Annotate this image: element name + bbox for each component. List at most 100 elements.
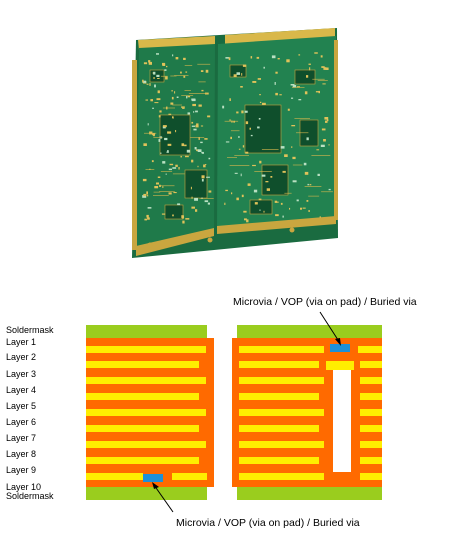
pcb-pad: [181, 215, 184, 218]
pcb-pad: [157, 176, 161, 178]
stackup-right: [232, 325, 382, 500]
pcb-pad: [201, 175, 205, 179]
label-top-soldermask: Soldermask: [6, 325, 54, 335]
dielectric-strip-right: [360, 409, 382, 416]
pcb-chip: [159, 114, 191, 156]
dielectric-strip-right: [360, 361, 382, 368]
pcb-pad: [291, 97, 294, 99]
pcb-pad: [156, 53, 159, 55]
pcb-pad: [292, 180, 297, 183]
pcb-pad: [200, 70, 204, 72]
label-bottom-soldermask: Soldermask: [6, 491, 54, 501]
label-layer-5: Layer 5: [6, 401, 37, 411]
pcb-pad: [183, 57, 186, 60]
pcb-mounting-hole: [289, 227, 295, 233]
pcb-pad: [167, 143, 172, 146]
pcb-pad: [168, 168, 172, 171]
soldermask-bottom-left: [86, 487, 207, 500]
pcb-pad: [164, 137, 168, 141]
pcb-pad: [275, 92, 278, 96]
pcb-pad: [258, 198, 262, 201]
pcb-pad: [207, 115, 211, 118]
pcb-pad: [306, 75, 309, 78]
pcb-pad: [276, 201, 279, 203]
pcb-pad: [197, 149, 202, 152]
dielectric-strip-left: [86, 377, 206, 384]
pcb-pad: [231, 192, 233, 195]
pcb-pad: [258, 118, 261, 120]
pcb-pad: [304, 171, 309, 175]
pcb-pad: [282, 215, 284, 218]
pcb-pad: [201, 178, 204, 182]
pcb-pad: [174, 91, 176, 94]
pcb-pad: [181, 106, 185, 108]
pcb-pad: [161, 213, 166, 215]
pcb-pad: [274, 82, 276, 85]
pcb-pad: [318, 90, 320, 94]
pcb-pad: [166, 65, 168, 68]
pcb-pad: [157, 90, 160, 94]
pcb-pad: [154, 102, 159, 104]
pcb-pad: [185, 71, 188, 73]
pcb-pad: [162, 161, 166, 164]
pcb-pad: [244, 218, 247, 221]
pcb-pad: [298, 99, 302, 101]
buried-via-pad: [326, 361, 354, 370]
pcb-pad: [228, 57, 231, 61]
pcb-pad: [142, 195, 147, 198]
pcb-pad: [225, 57, 230, 59]
pcb-pad: [156, 74, 160, 77]
dielectric-strip-left: [86, 346, 206, 353]
pcb-pad: [250, 56, 253, 59]
pcb-pad: [148, 60, 151, 63]
pcb-pad: [181, 143, 185, 147]
dielectric-strip-right: [360, 425, 382, 432]
soldermask-top-left: [86, 325, 207, 338]
pcb-pad: [142, 178, 147, 182]
pcb-pad: [300, 207, 302, 210]
pcb-pad: [284, 154, 288, 157]
pcb-pad: [302, 207, 306, 209]
pcb-pad: [175, 130, 177, 133]
pcb-pad: [275, 71, 278, 74]
pcb-pad: [153, 77, 155, 79]
pcb-pad: [158, 139, 161, 142]
pcb-pad: [208, 190, 212, 193]
pcb-pad: [323, 67, 327, 70]
pcb-pad: [280, 202, 283, 205]
pcb-pad: [187, 112, 191, 115]
pcb-pad: [321, 66, 325, 68]
pcb-pad: [296, 86, 300, 88]
pcb-pad: [151, 160, 154, 163]
pcb-pad: [317, 173, 320, 176]
dielectric-strip-right: [360, 441, 382, 448]
pcb-pad: [306, 200, 309, 202]
pcb-pad: [242, 145, 245, 148]
pcb-pad: [263, 210, 265, 213]
pcb-pad: [277, 58, 280, 60]
pcb-pad: [196, 149, 199, 152]
pcb-pad: [225, 141, 230, 143]
pcb-pad: [172, 54, 174, 57]
pcb-pad: [191, 159, 194, 163]
pcb-pad: [259, 101, 262, 103]
pcb-pad: [185, 218, 190, 220]
stackup-left: [86, 325, 214, 500]
pcb-pad: [309, 67, 311, 71]
pcb-pad: [296, 199, 299, 202]
pcb-pad: [171, 96, 174, 100]
pcb-pad: [259, 160, 262, 164]
pcb-pad: [193, 111, 195, 113]
pcb-pad: [290, 84, 295, 86]
pcb-pad: [233, 120, 235, 123]
pcb-pad: [154, 186, 159, 189]
pcb-pad: [229, 98, 231, 101]
pcb-pad: [171, 90, 173, 92]
label-layer-6: Layer 6: [6, 417, 37, 427]
pcb-pad: [147, 123, 149, 126]
pcb-pad: [195, 110, 198, 113]
microvia-bottom: [143, 474, 163, 482]
label-layer-9: Layer 9: [6, 465, 37, 475]
pcb-pad: [183, 75, 186, 78]
pcb-pad: [231, 120, 233, 123]
